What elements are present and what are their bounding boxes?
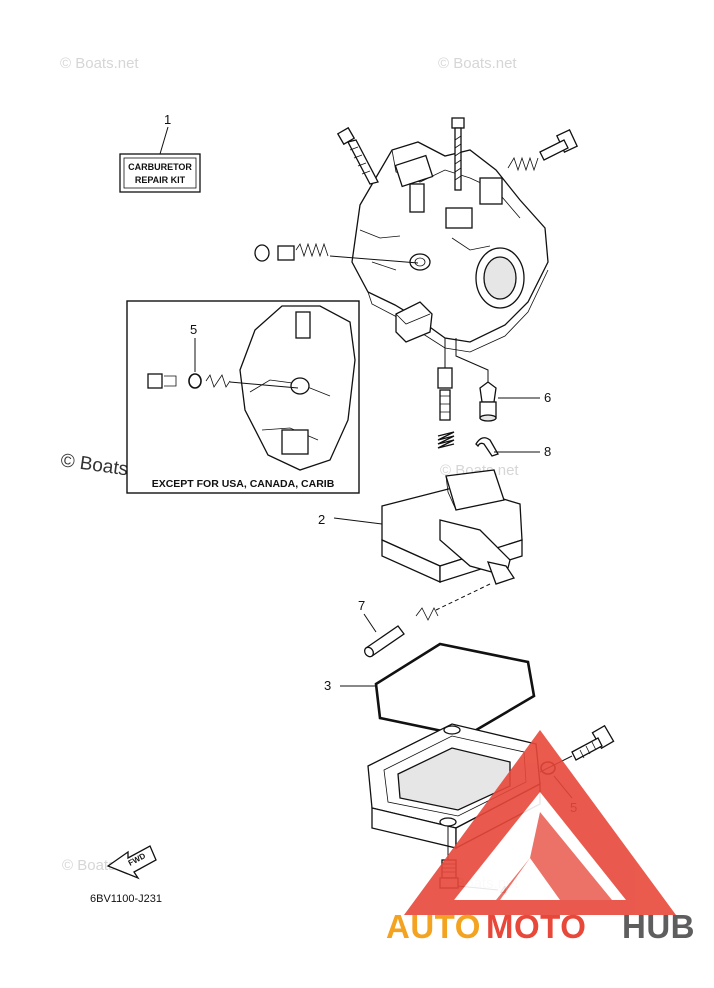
needle-clip <box>475 437 499 457</box>
warning-triangle-logo <box>404 730 676 915</box>
callout-8: 8 <box>544 444 551 459</box>
left-slanted-screw <box>336 126 379 185</box>
body-screws-and-springs <box>254 117 579 264</box>
brand-hub: HUB <box>622 908 695 945</box>
float-bowl-gasket: 3 <box>324 642 536 738</box>
inset-caption: EXCEPT FOR USA, CANADA, CARIB <box>152 478 335 490</box>
right-screw-spring <box>507 129 579 172</box>
fwd-arrow-icon: FWD <box>106 845 157 880</box>
callout-3: 3 <box>324 678 331 693</box>
callout-2: 2 <box>318 512 325 527</box>
drawing-code: 6BV1100-J231 <box>90 893 162 905</box>
left-idle-screw <box>254 242 419 264</box>
carburetor-body <box>351 141 549 353</box>
repair-kit-box: CARBURETOR REPAIR KIT 1 <box>119 112 201 193</box>
kit-label-line1: CARBURETOR <box>128 162 192 172</box>
brand-auto: AUTO <box>386 908 481 945</box>
callout-1: 1 <box>164 112 171 127</box>
o-ring-inset <box>188 373 202 389</box>
brand-moto: MOTO <box>486 908 586 945</box>
callout-6: 6 <box>544 390 551 405</box>
needle-valve-assembly: 6 8 <box>437 338 551 459</box>
brand-wordmark: AUTO MOTO HUB <box>386 908 695 945</box>
callout-7: 7 <box>358 598 365 613</box>
inset-box: 5 EXCEPT FOR USA, CANADA, CARIB <box>126 300 360 494</box>
kit-label-line2: REPAIR KIT <box>135 175 186 185</box>
callout-5-inset: 5 <box>190 322 197 337</box>
watermark-top-left: © Boats.net <box>60 55 139 72</box>
watermark-top-right: © Boats.net <box>438 55 517 72</box>
top-screw-vertical <box>451 117 465 191</box>
needle-valve <box>479 381 497 403</box>
float-pin: 7 <box>358 583 491 658</box>
float: 2 <box>318 469 523 585</box>
